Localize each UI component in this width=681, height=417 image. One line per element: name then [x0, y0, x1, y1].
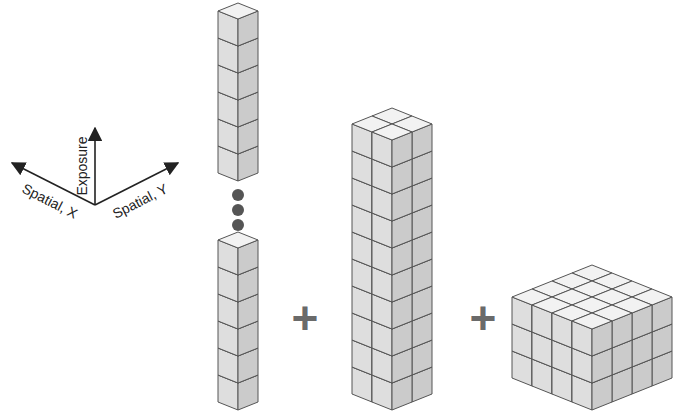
axis-label: Exposure — [75, 136, 89, 195]
axis-label: Spatial, X — [20, 181, 80, 221]
dot — [232, 219, 244, 231]
exposure-axis — [94, 128, 96, 205]
dot — [232, 204, 244, 216]
dot — [232, 189, 244, 201]
plus-sign: + — [292, 295, 319, 341]
cube-face — [218, 232, 258, 248]
ellipsis-dots — [232, 189, 244, 231]
plus-sign: + — [470, 295, 497, 341]
cube-face — [218, 3, 258, 19]
cube-face — [372, 124, 412, 140]
axis-label: Spatial, Y — [110, 181, 170, 221]
cube-face — [572, 313, 612, 329]
cube-stacks — [218, 3, 672, 410]
